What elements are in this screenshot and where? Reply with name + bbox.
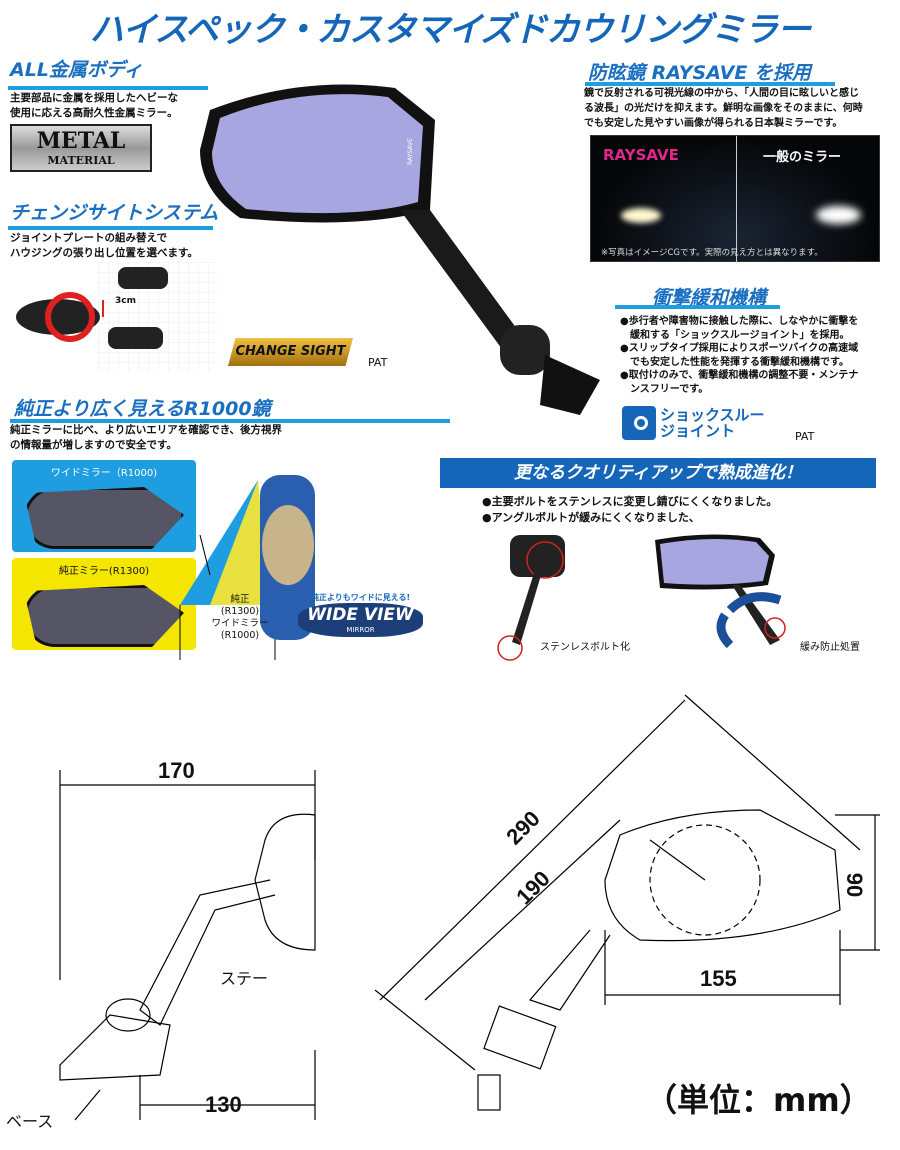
logo-line: ショックスルー [660, 406, 765, 424]
stock-dim-value: (R1300) [220, 606, 260, 617]
bullet-item: ●主要ボルトをステンレスに変更し錆びにくくなりました。 [482, 495, 778, 508]
stock-mirror-label: 純正ミラー(R1300) [58, 566, 150, 577]
wide-dim-label: ワイドミラー [211, 618, 269, 629]
text-line: 主要部品に金属を採用したヘビーな [10, 92, 178, 104]
change-sight-heading: チェンジサイトシステム [10, 202, 219, 224]
text-line: 緩和する「ショックスルージョイント」を採用。 [620, 329, 850, 341]
page-title: ハイスペック・カスタマイズドカウリングミラー [89, 10, 811, 50]
pat-label: PAT [368, 356, 388, 369]
photo-note: ※写真はイメージCGです。実際の見え方とは異なります。 [601, 248, 823, 258]
stock-mirror-box: 純正ミラー(R1300) [12, 558, 196, 650]
mirror-mark: RAYSAVE [407, 138, 414, 165]
badge-main: WIDE VIEW [307, 605, 414, 625]
raysave-text: 鏡で反射される可視光線の中から、「人間の目に眩しいと感じ る波長」の光だけを抑え… [584, 86, 863, 131]
text-line: 純正ミラーに比べ、より広いエリアを確認でき、後方視界 [10, 424, 283, 436]
heading-underline [10, 419, 450, 423]
heading-underline [8, 226, 213, 230]
shock-text: ●歩行者や障害物に接触した際に、しなやかに衝撃を 緩和する「ショックスルージョイ… [620, 315, 858, 396]
dim-width-left: 170 [158, 758, 195, 783]
view-dimension-labels: 純正 (R1300) ワイドミラー (R1000) [200, 594, 280, 642]
mirror-product-image: RAYSAVE [200, 84, 600, 415]
wide-mirror-label: ワイドミラー（R1000) [50, 468, 158, 479]
change-sight-text: ジョイントプレートの組み替えで ハウジングの張り出し位置を選べます。 [10, 231, 198, 261]
logo-line: ジョイント [660, 422, 736, 440]
text-line: ハウジングの張り出し位置を選べます。 [10, 247, 198, 259]
unit-label: （単位：mm） [645, 1081, 872, 1119]
bullet-item: ●アングルボルトが緩みにくくなりました、 [482, 511, 700, 524]
metal-body-heading: ALL金属ボディ [10, 59, 143, 81]
caption-stainless-bolt: ステンレスボルト化 [540, 642, 630, 653]
base-label: ベース [6, 1112, 54, 1131]
offset-label: 3cm [115, 296, 136, 306]
stock-dim-label: 純正 [230, 594, 250, 605]
badge-top: 純正よりもワイドに見える! [310, 593, 411, 602]
text-line: の情報量が増しますので安全です。 [10, 439, 177, 451]
r1000-heading: 純正より広く見えるR1000鏡 [14, 398, 271, 420]
heading-underline [8, 86, 208, 90]
badge-sub: MIRROR [346, 626, 375, 634]
r1000-text: 純正ミラーに比べ、より広いエリアを確認でき、後方視界 の情報量が増しますので安全… [10, 423, 282, 453]
raysave-comparison-photo: RAYSAVE 一般のミラー ※写真はイメージCGです。実際の見え方とは異なりま… [590, 135, 880, 263]
quality-bullets: ●主要ボルトをステンレスに変更し錆びにくくなりました。 ●アングルボルトが緩みに… [482, 494, 777, 526]
technical-drawings [59, 694, 880, 1121]
text-line: ●歩行者や障害物に接触した際に、しなやかに衝撃を [620, 316, 859, 327]
text-line: ジョイントプレートの組み替えで [10, 232, 168, 244]
caption-anti-loosening: 緩み防止処置 [800, 642, 860, 653]
view-angle-illustration [179, 475, 315, 660]
text-line: ンスフリーです。 [620, 383, 709, 395]
shock-heading: 衝撃緩和機構 [652, 287, 767, 309]
pat-label: PAT [795, 430, 815, 443]
raysave-heading: 防眩鏡 RAYSAVE を採用 [588, 62, 811, 84]
text-line: 鏡で反射される可視光線の中から、「人間の目に眩しいと感じ [584, 88, 859, 99]
metal-material-badge: METAL MATERIAL [10, 124, 152, 172]
stock-mirror-view [24, 585, 184, 647]
quality-illustrations [497, 534, 786, 661]
dim-base-width: 130 [205, 1092, 242, 1117]
raysave-photo-label: RAYSAVE [603, 146, 679, 164]
normal-mirror-photo-label: 一般のミラー [763, 150, 842, 165]
badge-top: METAL [36, 128, 126, 154]
text-line: ●スリップタイプ採用によりスポーツバイクの高速域 [620, 343, 859, 354]
wide-dim-value: (R1000) [220, 630, 260, 641]
wide-mirror-view [24, 487, 184, 549]
badge-bottom: MATERIAL [47, 154, 115, 167]
text-line: でも安定した見やすい画像が得られる日本製ミラーです。 [584, 118, 843, 129]
shock-through-logo: ショックスルー ジョイント [622, 406, 765, 440]
dim-mirror-width: 155 [700, 966, 737, 991]
shock-joint-icon [622, 406, 656, 440]
change-sight-logo: CHANGE SIGHT [228, 338, 353, 366]
text-line: る波長」の光だけを抑えます。鮮明な画像をそのままに、何時 [584, 103, 863, 114]
change-sight-illustration [16, 262, 218, 372]
text-line: ●取付けのみで、衝撃緩和機構の調整不要・メンテナ [620, 370, 859, 381]
heading-underline [615, 305, 780, 309]
text-line: 使用に応える高耐久性金属ミラー。 [10, 107, 178, 119]
wide-mirror-box: ワイドミラー（R1000) [12, 460, 196, 552]
quality-banner: 更なるクオリティアップで熟成進化！ [440, 458, 876, 488]
dim-height: 90 [842, 872, 868, 898]
heading-underline [585, 82, 835, 86]
stay-label: ステー [220, 969, 269, 988]
metal-body-text: 主要部品に金属を採用したヘビーな 使用に応える高耐久性金属ミラー。 [10, 91, 178, 121]
wide-view-badge: 純正よりもワイドに見える! WIDE VIEW MIRROR [298, 592, 423, 637]
text-line: でも安定した性能を発揮する衝撃緩和機構です。 [620, 356, 849, 368]
